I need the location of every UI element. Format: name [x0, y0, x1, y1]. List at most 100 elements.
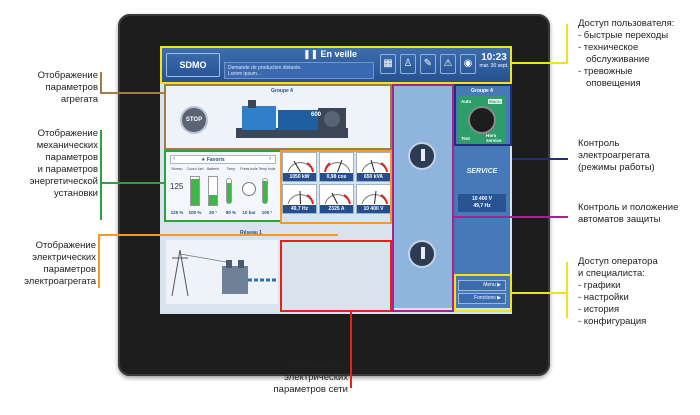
callout-line: Отображение — [37, 128, 98, 139]
alarm-button[interactable]: ⚠ — [440, 54, 456, 74]
mechanical-panel: ‹ ★ Favoris › Niveau Conso fuel Batterie… — [166, 152, 280, 220]
callout-item: - тревожные — [578, 66, 633, 77]
network-title: Réseau 1 — [240, 230, 262, 236]
callout-line: энергетической — [29, 176, 98, 187]
callout-breakers: Контроль и положение автоматов защиты — [578, 202, 698, 226]
mech-value: 125 % — [170, 210, 184, 215]
gauge[interactable]: 10 400 V — [356, 184, 391, 214]
mech-label: Press huile — [240, 167, 258, 171]
user-button[interactable]: ♙ — [400, 54, 416, 74]
generator-breaker[interactable] — [408, 142, 436, 170]
mech-value: 10 bar — [242, 210, 256, 215]
callout-line: электроагрегата — [24, 276, 96, 287]
top-bar: SDMO ❚❚ En veille Demande de production … — [160, 46, 512, 84]
maintenance-button[interactable]: ✎ — [420, 54, 436, 74]
mech-value: 80 % — [225, 210, 237, 215]
mode-selector[interactable]: Auto Manu Test Hors service — [458, 96, 506, 144]
gauge[interactable]: 2325 A — [319, 184, 354, 214]
mech-value: 100 ° — [261, 210, 273, 215]
mech-value: 100 % — [188, 210, 202, 215]
gauge-value: 2325 A — [320, 205, 353, 213]
warning-icon: ⚠ — [443, 58, 453, 69]
callout-item: - графики — [578, 280, 621, 291]
mech-label: Temp huile — [258, 167, 276, 171]
gauge[interactable]: 49,7 Hz — [282, 184, 317, 214]
functions-button[interactable]: Fonctions ▶ — [458, 293, 506, 304]
line-user-access — [512, 62, 568, 64]
mode-title: Groupe 4 — [471, 88, 493, 94]
callout-item: - конфигурация — [578, 316, 647, 327]
network-breaker[interactable] — [408, 240, 436, 268]
fuel-bar — [190, 176, 200, 206]
power-line-icon — [171, 249, 278, 297]
previous-icon[interactable]: ‹ — [173, 156, 175, 162]
mech-label: Conso fuel — [186, 167, 204, 171]
qr-code-button[interactable]: ▦ — [380, 54, 396, 74]
callout-user-access: Доступ пользователя: - быстрые переходы … — [578, 18, 698, 90]
pressure-gauge-icon — [242, 182, 256, 196]
mode-test[interactable]: Test — [461, 136, 470, 141]
line-mechanical-v — [100, 130, 102, 220]
generator-gauges: 1050 kW 0,98 cos 650 kVA 49,7 Hz 2325 A … — [282, 152, 391, 214]
breakers-column — [394, 86, 452, 308]
next-icon[interactable]: › — [269, 156, 271, 162]
user-icon: ♙ — [403, 58, 413, 69]
callout-elec-gen-params: Отображение электрических параметров эле… — [2, 240, 96, 288]
line-electrical-net — [350, 312, 352, 388]
line-mechanical — [100, 182, 166, 184]
callout-line: и специалиста: — [578, 268, 645, 279]
favorites-bar: ‹ ★ Favoris › — [170, 155, 276, 164]
line-genset — [100, 92, 166, 94]
qr-code-icon: ▦ — [383, 58, 393, 69]
message-box[interactable]: Demande de production distante. Lorem ip… — [224, 62, 374, 79]
oil-thermometer-icon — [262, 178, 268, 204]
callout-line: Отображение — [287, 360, 348, 371]
callout-control: Контроль электроагрегата (режимы работы) — [578, 138, 698, 174]
callout-line: параметров — [45, 82, 98, 93]
gauge[interactable]: 1050 kW — [282, 152, 317, 182]
mech-label: Temp — [226, 167, 236, 171]
stop-label: STOP — [185, 117, 203, 123]
callout-line: электрических — [32, 252, 96, 263]
highlight-electrical-net — [280, 240, 392, 312]
callout-line: автоматов защиты — [578, 214, 661, 225]
callout-line: механических — [36, 140, 98, 151]
callout-item: обслуживание — [586, 54, 650, 65]
protection-frequency: 49,7 Hz — [473, 203, 491, 209]
message-line-2: Lorem ipsum... — [228, 71, 262, 77]
callout-line: Контроль и положение — [578, 202, 679, 213]
mode-hors-service[interactable]: Hors service — [486, 133, 502, 143]
thermometer-icon — [226, 178, 232, 204]
callout-line: параметров — [45, 152, 98, 163]
mode-knob-icon[interactable] — [468, 106, 496, 134]
callout-line: Доступ оператора — [578, 256, 658, 267]
status-title: ❚❚ En veille — [302, 49, 358, 59]
callout-item: оповещения — [586, 78, 641, 89]
callout-mech-params: Отображение механических параметров и па… — [2, 128, 98, 200]
gauge-value: 650 kVA — [357, 173, 390, 181]
mode-auto[interactable]: Auto — [461, 99, 472, 104]
stop-button[interactable]: STOP — [180, 106, 208, 134]
callout-line: Отображение — [37, 70, 98, 81]
gauge-value: 1050 kW — [283, 173, 316, 181]
navigation-button[interactable]: ◉ — [460, 54, 476, 74]
gauge[interactable]: 0,98 cos — [319, 152, 354, 182]
callout-line: Контроль — [578, 138, 620, 149]
clock-time: 10:23 — [481, 52, 507, 63]
callout-line: электрических — [284, 372, 348, 383]
line-operator-v — [566, 262, 568, 318]
callout-genset-params: Отображение параметров агрегата — [4, 70, 98, 106]
menu-button[interactable]: Menu ▶ — [458, 280, 506, 291]
callout-item: - история — [578, 304, 620, 315]
line-genset-v — [100, 72, 102, 94]
mech-value: 25 ° — [208, 210, 218, 215]
gauge[interactable]: 650 kVA — [356, 152, 391, 182]
callout-operator: Доступ оператора и специалиста: - график… — [578, 256, 698, 328]
line-electrical-gen — [98, 234, 338, 236]
mode-manu[interactable]: Manu — [488, 99, 502, 104]
gauge-value: 10 400 V — [357, 205, 390, 213]
callout-line: установки — [54, 188, 98, 199]
network-panel — [166, 240, 278, 304]
callout-line: и параметров — [37, 164, 98, 175]
callout-line: параметров сети — [273, 384, 348, 395]
